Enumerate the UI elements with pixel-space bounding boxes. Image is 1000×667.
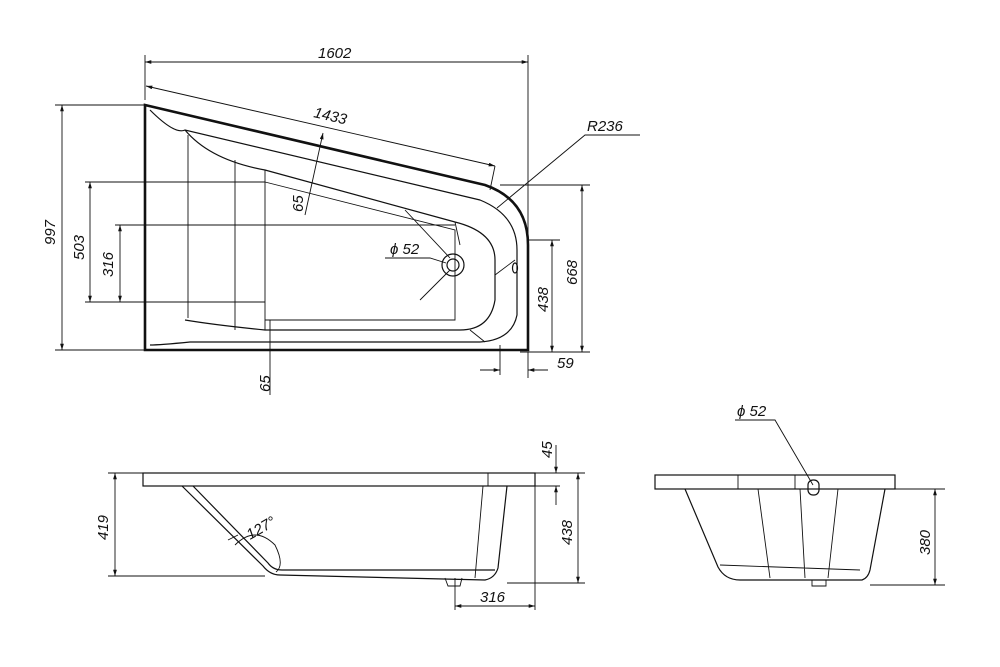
side-body xyxy=(181,485,508,581)
end-rim xyxy=(654,474,896,490)
overflow xyxy=(511,262,519,274)
extension-lines xyxy=(55,55,590,395)
end-overflow xyxy=(807,479,820,496)
drain-hole-inner xyxy=(446,258,460,272)
dim-65-bottom-label: 65 xyxy=(257,375,274,392)
dim-503-label: 503 xyxy=(71,234,88,260)
angle-label: 127° xyxy=(244,513,279,543)
end-details xyxy=(719,488,861,587)
basin-floor xyxy=(187,135,516,343)
dim-438-label: 438 xyxy=(535,286,552,312)
r236-leader xyxy=(496,134,640,209)
drain-hole xyxy=(441,253,465,277)
end-view: 380 ϕ 52 xyxy=(654,403,945,587)
dim-997-label: 997 xyxy=(42,219,59,245)
dim-419-label: 419 xyxy=(95,514,112,540)
r236-label: R236 xyxy=(587,118,624,135)
dim-59-label: 59 xyxy=(557,355,574,372)
end-body xyxy=(684,488,886,581)
dim-1433-ext xyxy=(489,165,496,191)
side-inner xyxy=(192,485,495,571)
dim-316-side-label: 316 xyxy=(480,589,506,606)
drain-leader xyxy=(385,257,447,264)
side-extensions xyxy=(108,472,585,610)
end-drain-diameter-label: ϕ 52 xyxy=(737,403,767,420)
side-view: 419 438 45 316 127° xyxy=(95,441,585,610)
dim-1433 xyxy=(145,85,496,167)
basin-outline xyxy=(184,129,496,331)
angle-arc xyxy=(234,534,281,573)
dim-1602-label: 1602 xyxy=(318,45,352,62)
inner-rim xyxy=(149,109,518,346)
dim-65-top xyxy=(304,132,324,216)
dim-316-label: 316 xyxy=(100,251,117,277)
end-drain-leader xyxy=(735,419,814,486)
top-view: 1602 1433 997 503 316 65 65 R236 ϕ 52 66… xyxy=(42,45,640,395)
dim-380-label: 380 xyxy=(917,529,934,555)
dim-45-label: 45 xyxy=(539,441,556,458)
end-rim-joints xyxy=(737,475,796,489)
dim-438-side-label: 438 xyxy=(559,519,576,545)
drain-diameter-label: ϕ 52 xyxy=(390,241,420,258)
dim-65-top-label: 65 xyxy=(290,195,307,212)
side-rim xyxy=(142,472,536,487)
dim-668-label: 668 xyxy=(564,259,581,285)
side-details xyxy=(227,485,484,587)
